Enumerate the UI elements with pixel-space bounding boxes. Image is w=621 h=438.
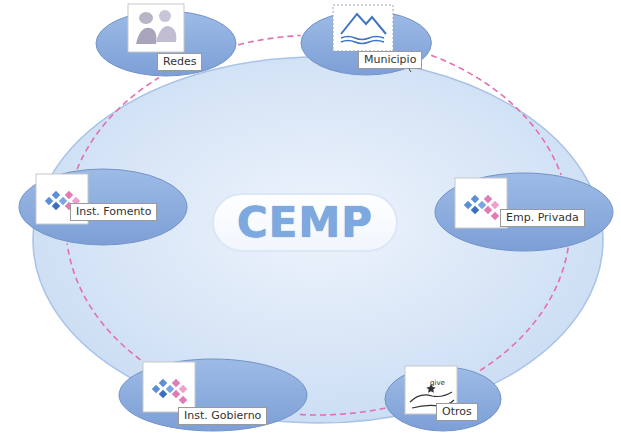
partner-bubble: Inst. Fomento: [18, 168, 188, 246]
icon-caption: give: [430, 370, 445, 389]
partner-label: Municipio: [358, 51, 422, 69]
dashed-link: [238, 35, 300, 44]
dashed-link: [431, 55, 561, 175]
partner-bubble: Emp. Privada: [434, 172, 614, 252]
dashed-link: [296, 408, 385, 415]
partner-label: Otros: [436, 403, 478, 421]
dashed-link: [67, 243, 148, 365]
partner-label: Redes: [157, 53, 202, 71]
center-box: CEMP: [212, 193, 398, 252]
partner-label: Inst. Fomento: [70, 203, 157, 221]
partner-bubble: Redes: [95, 10, 237, 77]
partner-label: Inst. Gobierno: [178, 407, 267, 425]
dashed-link: [478, 248, 568, 372]
partner-bubble: Municipio: [300, 10, 432, 76]
icon-caption: give: [430, 379, 445, 387]
center-title: CEMP: [237, 198, 373, 247]
partner-bubble: Otros: [384, 366, 502, 432]
partner-bubble: Inst. Gobierno: [118, 358, 308, 432]
partner-label: Emp. Privada: [500, 209, 585, 227]
dashed-link: [77, 78, 159, 170]
bubble-shape: [384, 366, 502, 432]
